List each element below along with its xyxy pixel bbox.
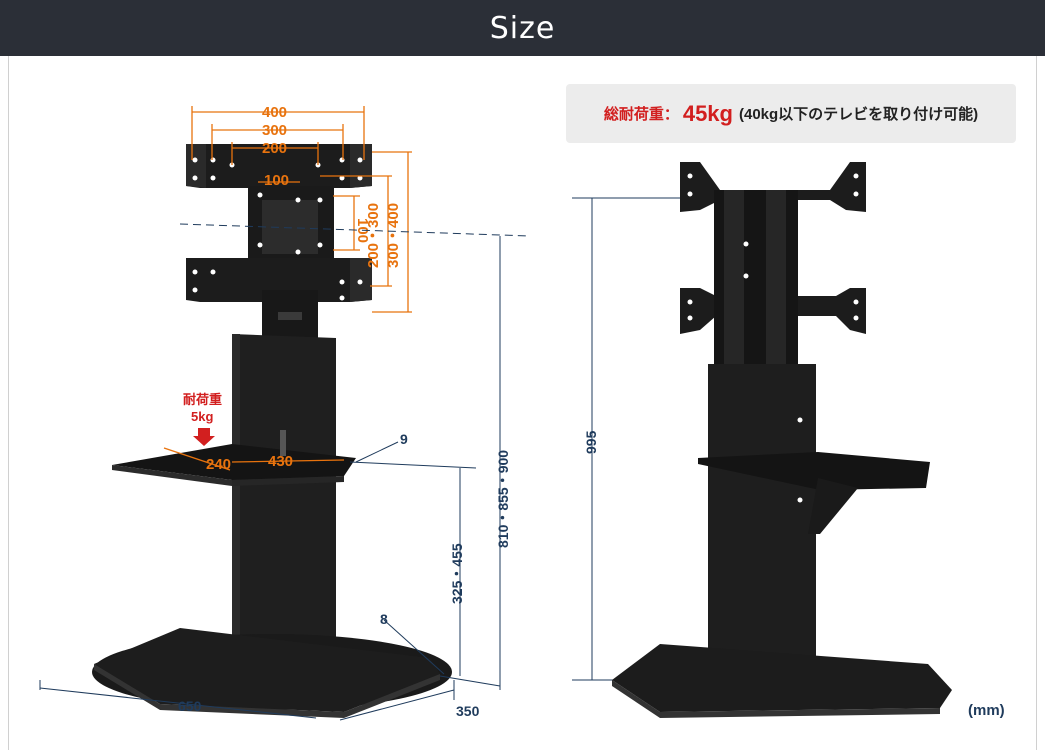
dim-shelf-width: 430 bbox=[268, 453, 293, 470]
dim-total-height: 995 bbox=[583, 430, 599, 454]
rear-holes bbox=[687, 173, 859, 503]
vesa-holes bbox=[192, 157, 363, 301]
dim-vert-200-300: 200・300 bbox=[365, 203, 382, 268]
dim-vesa-200: 200 bbox=[262, 140, 287, 157]
shelf-dimension-lines bbox=[163, 447, 345, 471]
dim-vesa-300: 300 bbox=[262, 122, 287, 139]
center-dashed-line bbox=[179, 223, 531, 237]
dim-center-height: 810・855・900 bbox=[495, 450, 511, 548]
dim-vert-300-400: 300・400 bbox=[385, 203, 402, 268]
dim-base-thickness: 8 bbox=[380, 611, 388, 627]
right-stand bbox=[612, 162, 952, 718]
dim-shelf-thickness: 9 bbox=[400, 431, 408, 447]
down-arrow-icon bbox=[193, 428, 215, 446]
dim-base-depth: 350 bbox=[456, 703, 480, 719]
unit-label: (mm) bbox=[968, 702, 1005, 719]
content-frame bbox=[8, 56, 1037, 750]
header-bar: Size bbox=[0, 0, 1045, 56]
capacity-note: (40kg以下のテレビを取り付け可能) bbox=[738, 106, 979, 123]
capacity-label: 総耐荷重： bbox=[603, 106, 679, 123]
navy-dimension-lines bbox=[39, 197, 700, 721]
page-title: Size bbox=[489, 10, 556, 46]
capacity-box: 総耐荷重： 45kg (40kg以下のテレビを取り付け可能) bbox=[566, 84, 1016, 143]
dim-shelf-height: 325・455 bbox=[449, 543, 465, 604]
shelf-load-label: 耐荷重 bbox=[183, 392, 222, 407]
dim-shelf-depth: 240 bbox=[206, 456, 231, 473]
dim-vesa-100: 100 bbox=[264, 172, 289, 189]
dim-vesa-400: 400 bbox=[262, 104, 287, 121]
dim-base-width: 650 bbox=[178, 698, 202, 714]
shelf-load-value: 5kg bbox=[191, 409, 213, 424]
capacity-value: 45kg bbox=[682, 100, 733, 126]
